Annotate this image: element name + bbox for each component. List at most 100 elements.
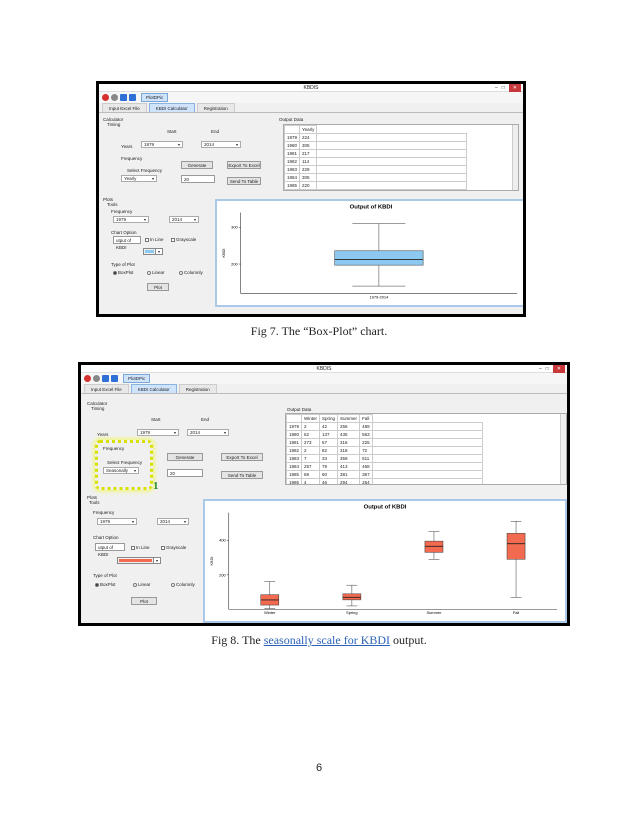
maximize-icon[interactable]: □: [501, 85, 505, 91]
settings-icon[interactable]: [93, 375, 100, 382]
close-icon[interactable]: ✕: [508, 84, 521, 92]
scrollbar[interactable]: [512, 125, 518, 190]
fig8-caption-link[interactable]: seasonally scale for KBDI: [263, 633, 391, 647]
start-year-select[interactable]: 1979: [137, 429, 179, 436]
window-icon[interactable]: [111, 375, 118, 382]
settings-icon[interactable]: [111, 94, 118, 101]
table-header: Spring: [319, 414, 339, 423]
plot-end-select[interactable]: 2014: [157, 518, 189, 525]
minimize-icon[interactable]: –: [494, 85, 498, 91]
end-year-select[interactable]: 2014: [201, 141, 241, 148]
boxplot-radio[interactable]: BoxPlot: [113, 270, 134, 275]
table-header: Fall: [359, 414, 373, 423]
boxplot-label: BoxPlot: [118, 270, 134, 275]
close-icon[interactable]: ✕: [552, 365, 565, 373]
start-label: Start: [167, 129, 177, 134]
power-icon[interactable]: [84, 375, 91, 382]
inline-checkbox[interactable]: In Line: [131, 545, 150, 550]
linear-radio[interactable]: Linear: [133, 582, 151, 587]
chevron-down-icon: ▾: [155, 249, 162, 254]
table-cell: 264: [359, 478, 373, 484]
grayscale-checkbox[interactable]: Grayscale: [171, 237, 196, 242]
chart-option-label: Chart Option: [93, 535, 119, 540]
frequency-select[interactable]: Yearly: [121, 175, 157, 182]
x-tick-label: Spring: [346, 610, 357, 615]
download-icon[interactable]: [120, 94, 127, 101]
fig7-window: KBDIS – □ ✕ PlotDPic Input Excel File KB…: [99, 84, 523, 314]
tab-input-excel[interactable]: Input Excel File: [84, 384, 129, 393]
end-year-select[interactable]: 2014: [187, 429, 229, 436]
tab-registration[interactable]: Registration: [178, 384, 217, 393]
table-cell: 1984: [286, 462, 303, 471]
table-row[interactable]: 1986232: [284, 189, 468, 190]
inline-checkbox[interactable]: In Line: [145, 237, 164, 242]
fig8-caption-pre: Fig 8. The: [211, 633, 264, 647]
table-cell: [316, 141, 468, 150]
plot-button[interactable]: Plot: [131, 597, 157, 605]
table-cell: 273: [301, 438, 321, 447]
export-excel-button[interactable]: Export To Excel: [221, 453, 263, 461]
plot-start-select[interactable]: 1979: [97, 518, 137, 525]
window-icon[interactable]: [129, 94, 136, 101]
table-cell: 225: [359, 438, 373, 447]
linear-radio[interactable]: Linear: [147, 270, 165, 275]
send-to-table-button[interactable]: Send To Table: [227, 177, 261, 185]
send-to-table-button[interactable]: Send To Table: [221, 471, 263, 479]
scrollbar[interactable]: [560, 414, 566, 484]
plotdpic-button[interactable]: PlotDPic: [141, 93, 169, 102]
plot-button[interactable]: Plot: [147, 283, 169, 291]
export-excel-button[interactable]: Export To Excel: [227, 161, 261, 169]
table-cell: 1979: [284, 133, 301, 142]
tab-input-excel[interactable]: Input Excel File: [102, 103, 147, 112]
maximize-icon[interactable]: □: [545, 366, 549, 372]
grayscale-checkbox[interactable]: Grayscale: [161, 545, 186, 550]
plot-end-select[interactable]: 2014: [169, 216, 199, 223]
frequency-label: Frequency: [103, 446, 125, 451]
tab-kbdi-calculator[interactable]: KBDI Calculator: [148, 103, 195, 112]
value-input[interactable]: 20: [181, 175, 215, 183]
chart-title: Output of KBDI: [350, 205, 393, 211]
table-cell: 217: [299, 149, 318, 158]
minimize-icon[interactable]: –: [538, 366, 542, 372]
download-icon[interactable]: [102, 375, 109, 382]
tab-kbdi-calculator[interactable]: KBDI Calculator: [130, 384, 177, 393]
chart-title-input[interactable]: utput of KBDI: [95, 543, 125, 557]
plotdpic-button[interactable]: PlotDPic: [123, 374, 151, 383]
power-icon[interactable]: [102, 94, 109, 101]
value-input[interactable]: 20: [167, 469, 203, 477]
columnly-radio[interactable]: Columnly: [171, 582, 195, 587]
x-tick-label: Winter: [264, 610, 276, 615]
start-year-select[interactable]: 1979: [141, 141, 183, 148]
frequency-select[interactable]: Seasonally: [103, 467, 139, 474]
table-cell: 316: [337, 438, 361, 447]
generate-button[interactable]: Generate: [181, 161, 213, 169]
table-cell: 489: [359, 422, 373, 431]
tab-registration[interactable]: Registration: [196, 103, 235, 112]
table-cell: 57: [319, 438, 339, 447]
columnly-radio[interactable]: Columnly: [179, 270, 203, 275]
boxplot-radio[interactable]: BoxPlot: [95, 582, 116, 587]
color-select[interactable]: ▾: [117, 557, 161, 564]
plot-start-select[interactable]: 1979: [113, 216, 149, 223]
table-cell: [286, 414, 303, 423]
color-select[interactable]: ▾: [143, 248, 163, 255]
generate-button[interactable]: Generate: [167, 453, 203, 461]
chart-title-input[interactable]: utput of KBDI: [113, 236, 141, 250]
